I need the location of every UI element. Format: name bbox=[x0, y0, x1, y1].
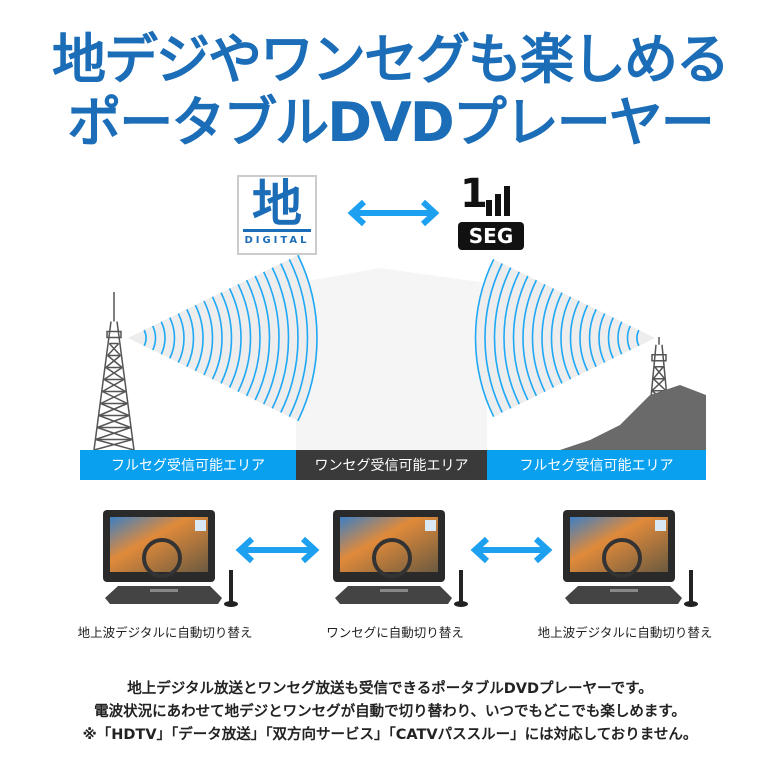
signal-wave bbox=[503, 271, 521, 405]
tv-label-1: 地上波デジタルに自動切り替え bbox=[77, 625, 253, 640]
signal-wave bbox=[626, 325, 632, 351]
signal-bar bbox=[495, 194, 501, 216]
tv-base bbox=[565, 586, 682, 604]
description-line: 電波状況にあわせて地デジとワンセグが自動で切り替わり、いつでもどこでも楽しめます… bbox=[94, 704, 686, 720]
signal-wave bbox=[160, 321, 166, 355]
signal-wave bbox=[569, 300, 580, 376]
digital-terrestrial-logo: 地 DIGITAL bbox=[237, 175, 317, 255]
signal-wave bbox=[143, 329, 147, 347]
digital-kanji: 地 bbox=[252, 175, 302, 233]
portable-dvd-player bbox=[333, 510, 468, 607]
portable-dvd-player bbox=[563, 510, 698, 607]
oneseg-area: ワンセグ受信可能エリア bbox=[296, 450, 487, 480]
channel-badge-icon bbox=[425, 520, 436, 531]
signal-wave bbox=[541, 288, 555, 388]
description-line: 地上デジタル放送とワンセグ放送も受信できるポータブルDVDプレーヤーです。 bbox=[127, 681, 653, 697]
signal-wave bbox=[474, 258, 495, 418]
signal-wave bbox=[271, 267, 290, 409]
tv-screen bbox=[570, 517, 668, 572]
signal-fan bbox=[128, 254, 319, 422]
signal-wave bbox=[203, 300, 214, 376]
signal-wave bbox=[151, 325, 157, 351]
channel-badge-icon bbox=[195, 520, 206, 531]
signal-wave bbox=[550, 292, 563, 384]
oneseg-number: 1 bbox=[460, 171, 488, 217]
signal-wave bbox=[186, 308, 195, 368]
signal-wave bbox=[280, 263, 299, 413]
signal-wave bbox=[560, 296, 572, 380]
description: 地上デジタル放送とワンセグ放送も受信できるポータブルDVDプレーヤーです。 電波… bbox=[0, 678, 780, 747]
fullseg-area-right: フルセグ受信可能エリア bbox=[487, 450, 706, 480]
channel-badge-icon bbox=[655, 520, 666, 531]
signal-wave bbox=[245, 279, 261, 397]
bicycle-wheel bbox=[142, 538, 182, 578]
signal-wave bbox=[598, 313, 606, 363]
bicycle-wheel bbox=[602, 538, 642, 578]
signal-bar bbox=[486, 200, 492, 216]
double-arrow-icon bbox=[470, 536, 553, 564]
signal-wave bbox=[297, 254, 318, 422]
headline-line2: ポータブルDVDプレーヤー bbox=[67, 91, 714, 154]
bicycle-wheel bbox=[372, 538, 412, 578]
signal-wave bbox=[262, 271, 280, 405]
headline-line1: 地デジやワンセグも楽しめる bbox=[52, 28, 730, 91]
tv-base bbox=[335, 586, 452, 604]
double-arrow-icon bbox=[347, 199, 440, 227]
signal-wave bbox=[617, 321, 623, 355]
signal-wave bbox=[177, 313, 185, 363]
signal-wave bbox=[579, 304, 589, 372]
signal-wave bbox=[254, 275, 271, 401]
signal-wave bbox=[636, 329, 640, 347]
signal-wave bbox=[588, 308, 597, 368]
mountain bbox=[560, 385, 706, 450]
signal-wave bbox=[169, 317, 176, 359]
tv-label-3: 地上波デジタルに自動切り替え bbox=[537, 625, 713, 640]
oneseg-text: SEG bbox=[458, 222, 524, 250]
portable-dvd-player bbox=[103, 510, 238, 607]
signal-wave bbox=[512, 275, 529, 401]
signal-wave bbox=[237, 283, 252, 393]
tv-screen bbox=[340, 517, 438, 572]
signal-bar bbox=[504, 186, 510, 216]
signal-wave bbox=[531, 283, 546, 393]
digital-text: DIGITAL bbox=[244, 235, 310, 246]
oneseg-logo: 1 SEG bbox=[458, 172, 526, 254]
signal-wave bbox=[220, 292, 233, 384]
tv-base bbox=[105, 586, 222, 604]
signal-wave bbox=[522, 279, 538, 397]
signal-fan bbox=[475, 259, 655, 417]
signal-wave bbox=[211, 296, 223, 380]
broadcast-tower bbox=[93, 292, 135, 451]
signal-wave bbox=[194, 304, 204, 372]
logo-divider bbox=[243, 229, 311, 232]
signal-wave bbox=[288, 258, 309, 418]
signal-wave bbox=[484, 263, 503, 413]
signal-wave bbox=[607, 317, 614, 359]
oneseg-zone-shade bbox=[296, 268, 487, 450]
signal-wave bbox=[493, 267, 512, 409]
tv-label-2: ワンセグに自動切り替え bbox=[326, 625, 464, 640]
signal-wave bbox=[228, 288, 242, 388]
description-line: ※「HDTV」「データ放送」「双方向サービス」「CATVパススルー」には対応して… bbox=[82, 727, 698, 743]
tv-screen bbox=[110, 517, 208, 572]
double-arrow-icon bbox=[235, 536, 320, 564]
fullseg-area-left: フルセグ受信可能エリア bbox=[80, 450, 296, 480]
